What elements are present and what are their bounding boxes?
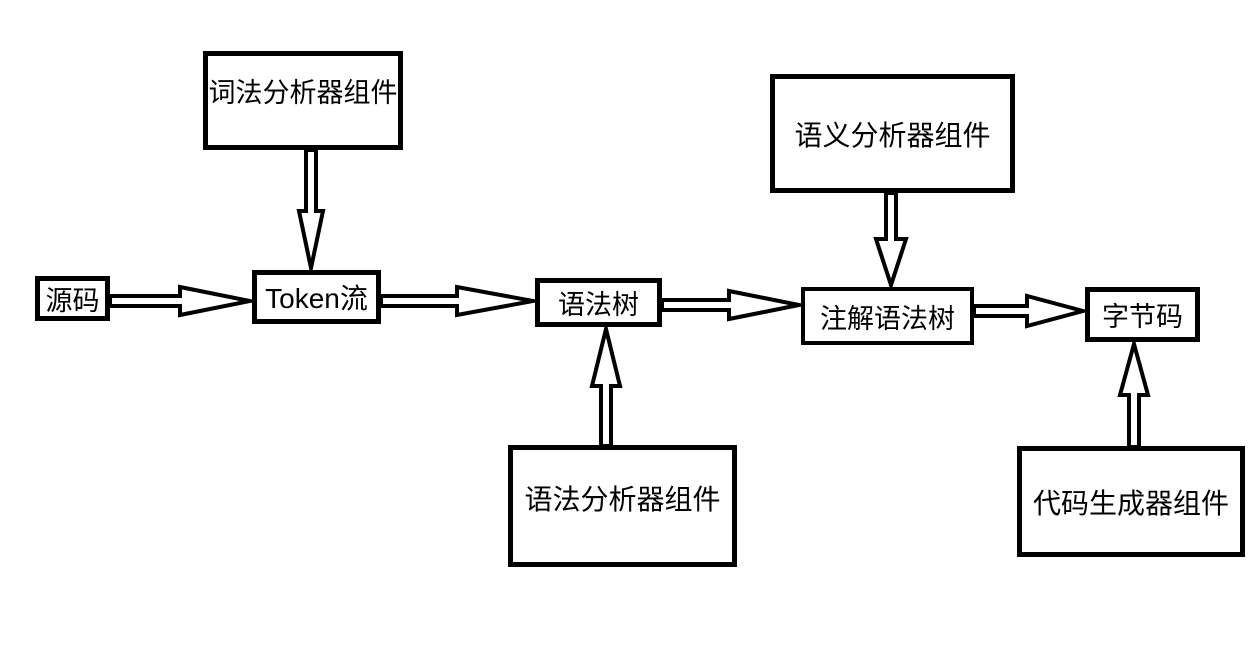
node-source: 源码: [35, 276, 110, 321]
arrow-parser-to-syntax-tree: [589, 320, 623, 448]
node-code-generator: 代码生成器组件: [1017, 446, 1245, 557]
arrow-annotated-tree-to-bytecode: [972, 293, 1091, 329]
node-syntax-tree: 语法树: [535, 278, 662, 327]
node-semantic-analyzer: 语义分析器组件: [770, 74, 1015, 193]
node-token-stream: Token流: [252, 270, 381, 324]
node-annotated-tree: 注解语法树: [801, 287, 974, 345]
arrow-lexer-to-token-stream: [296, 148, 326, 278]
arrow-syntax-tree-to-annotated-tree: [660, 288, 810, 322]
node-annotated-tree-label: 注解语法树: [820, 303, 955, 334]
node-bytecode-label: 字节码: [1102, 302, 1183, 332]
node-source-label: 源码: [45, 286, 100, 316]
node-parser-label: 语法分析器组件: [524, 484, 721, 515]
node-semantic-analyzer-label: 语义分析器组件: [794, 119, 991, 151]
node-code-generator-label: 代码生成器组件: [1032, 487, 1229, 519]
node-lexer-label: 词法分析器组件: [208, 78, 398, 108]
arrow-source-to-token-stream: [108, 284, 261, 318]
arrow-semantic-to-annotated-tree: [873, 191, 909, 292]
node-token-stream-label: Token流: [265, 283, 368, 314]
arrow-code-generator-to-bytecode: [1117, 336, 1151, 449]
node-syntax-tree-label: 语法树: [558, 290, 639, 320]
arrow-token-stream-to-syntax-tree: [379, 284, 545, 318]
node-lexer: 词法分析器组件: [203, 51, 403, 150]
node-bytecode: 字节码: [1085, 287, 1200, 342]
node-parser: 语法分析器组件: [508, 445, 737, 567]
